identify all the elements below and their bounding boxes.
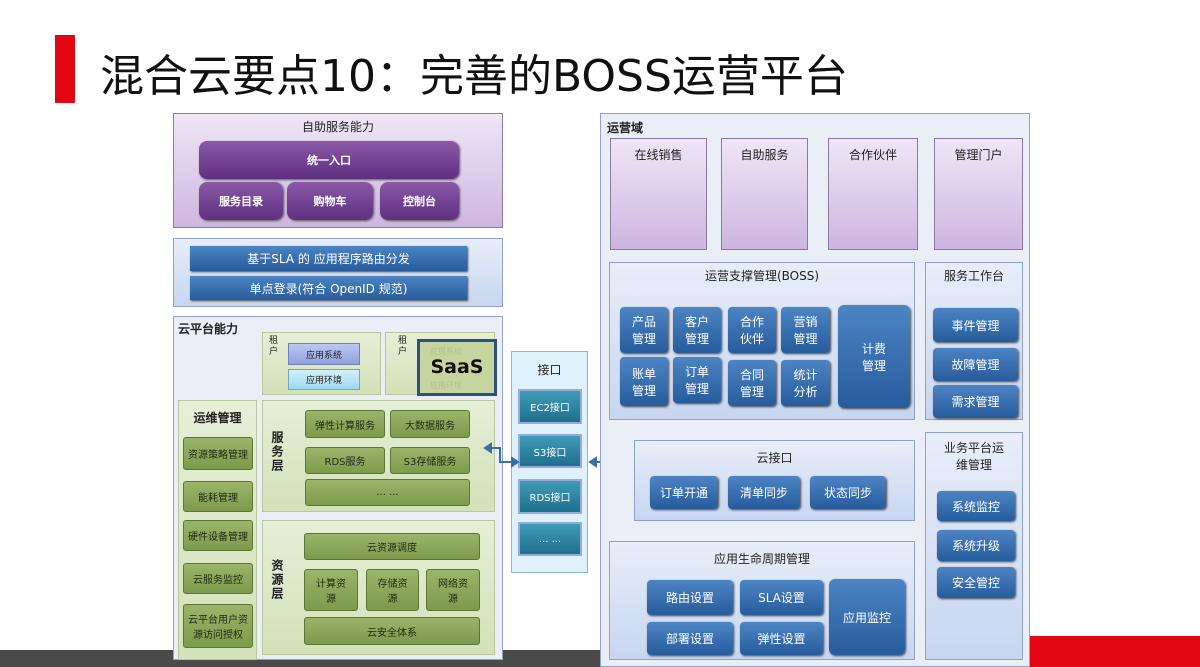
hardware-mgmt[interactable]: 硬件设备管理 <box>183 520 253 551</box>
system-upgrade[interactable]: 系统升级 <box>937 530 1015 561</box>
unified-entry[interactable]: 统一入口 <box>199 141 459 179</box>
storage-resource[interactable]: 存储资源 <box>366 569 419 611</box>
cloud-interface-title: 云接口 <box>756 451 793 465</box>
elastic-compute[interactable]: 弹性计算服务 <box>305 410 385 438</box>
s3-interface[interactable]: S3接口 <box>518 434 582 468</box>
portal-self-service[interactable]: 自助服务 <box>721 138 808 250</box>
cloud-platform-title: 云平台能力 <box>178 322 239 336</box>
resource-layer-label: 资源层 <box>270 559 284 601</box>
system-monitoring[interactable]: 系统监控 <box>937 491 1015 521</box>
partner-mgmt[interactable]: 合作伙伴 <box>728 307 776 353</box>
app-monitoring[interactable]: 应用监控 <box>829 579 905 655</box>
ops-mgmt-title: 运维管理 <box>193 411 242 425</box>
s3-service[interactable]: S3存储服务 <box>390 447 470 474</box>
elastic-settings[interactable]: 弹性设置 <box>740 622 823 655</box>
shopping-cart[interactable]: 购物车 <box>287 182 373 220</box>
service-catalog[interactable]: 服务目录 <box>199 182 283 220</box>
compute-resource[interactable]: 计算资源 <box>304 569 358 611</box>
portal-label: 管理门户 <box>954 148 1003 162</box>
lifecycle-title: 应用生命周期管理 <box>713 552 810 566</box>
rds-service[interactable]: RDS服务 <box>305 447 385 474</box>
security-control[interactable]: 安全管控 <box>937 567 1015 598</box>
portal-label: 在线销售 <box>634 148 683 162</box>
cloud-security[interactable]: 云安全体系 <box>304 617 480 645</box>
biz-ops-title: 业务平台运维管理 <box>943 441 1004 472</box>
resource-policy-mgmt[interactable]: 资源策略管理 <box>183 437 253 470</box>
sla-settings[interactable]: SLA设置 <box>740 580 823 615</box>
fault-mgmt[interactable]: 故障管理 <box>933 348 1018 381</box>
app-system[interactable]: 应用系统 <box>288 343 360 365</box>
order-mgmt[interactable]: 订单管理 <box>673 357 721 403</box>
big-data[interactable]: 大数据服务 <box>390 410 470 438</box>
sla-routing[interactable]: 基于SLA 的 应用程序路由分发 <box>190 246 467 271</box>
statistics-analysis[interactable]: 统计分析 <box>781 360 830 406</box>
resource-scheduling[interactable]: 云资源调度 <box>304 533 480 560</box>
self-service-title: 自助服务能力 <box>301 120 374 134</box>
console[interactable]: 控制台 <box>380 182 459 220</box>
status-sync[interactable]: 状态同步 <box>810 476 886 509</box>
contract-mgmt[interactable]: 合同管理 <box>728 360 776 406</box>
portal-online-sales[interactable]: 在线销售 <box>610 138 707 250</box>
more-services[interactable]: ... ... <box>305 479 470 506</box>
portal-partners[interactable]: 合作伙伴 <box>828 138 918 250</box>
service-layer-label: 服务层 <box>270 431 284 473</box>
network-resource[interactable]: 网络资源 <box>426 569 480 611</box>
interface-title: 接口 <box>537 363 562 377</box>
portal-management[interactable]: 管理门户 <box>934 138 1023 250</box>
saas-label: SaaS <box>430 356 484 378</box>
title-accent-bar <box>55 35 75 103</box>
product-mgmt[interactable]: 产品管理 <box>620 307 668 353</box>
faded-app-env: 应用环境 <box>430 381 462 390</box>
tenant-label: 租户 <box>398 336 408 357</box>
marketing-mgmt[interactable]: 营销管理 <box>781 307 830 353</box>
billing-mgmt[interactable]: 计费管理 <box>838 305 910 408</box>
customer-mgmt[interactable]: 客户管理 <box>673 307 721 353</box>
cloud-service-monitor[interactable]: 云服务监控 <box>183 563 253 594</box>
single-sign-on[interactable]: 单点登录(符合 OpenID 规范) <box>190 276 467 300</box>
faded-app-system: 应用系统 <box>430 347 462 356</box>
boss-title: 运营支撑管理(BOSS) <box>704 269 820 283</box>
bill-mgmt[interactable]: 账单管理 <box>620 357 668 406</box>
event-mgmt[interactable]: 事件管理 <box>933 308 1018 342</box>
energy-mgmt[interactable]: 能耗管理 <box>183 481 253 512</box>
slide-title: 混合云要点10：完善的BOSS运营平台 <box>100 51 848 102</box>
app-environment[interactable]: 应用环境 <box>288 369 360 390</box>
portal-label: 自助服务 <box>740 148 789 162</box>
user-access-auth[interactable]: 云平台用户资源访问授权 <box>183 604 253 648</box>
portal-label: 合作伙伴 <box>848 148 897 162</box>
order-provisioning[interactable]: 订单开通 <box>650 476 718 509</box>
deploy-settings[interactable]: 部署设置 <box>647 622 733 655</box>
saas-box[interactable]: 应用系统 应用环境 SaaS <box>417 339 497 396</box>
ec2-interface[interactable]: EC2接口 <box>518 389 582 424</box>
more-interfaces[interactable]: ... ... <box>518 522 582 556</box>
ops-domain-title: 运营域 <box>607 121 644 135</box>
tenant-label: 租户 <box>269 336 279 357</box>
inventory-sync[interactable]: 清单同步 <box>728 476 800 509</box>
workbench-title: 服务工作台 <box>943 269 1004 283</box>
routing-settings[interactable]: 路由设置 <box>647 580 733 615</box>
rds-interface[interactable]: RDS接口 <box>518 479 582 514</box>
request-mgmt[interactable]: 需求管理 <box>933 385 1018 418</box>
